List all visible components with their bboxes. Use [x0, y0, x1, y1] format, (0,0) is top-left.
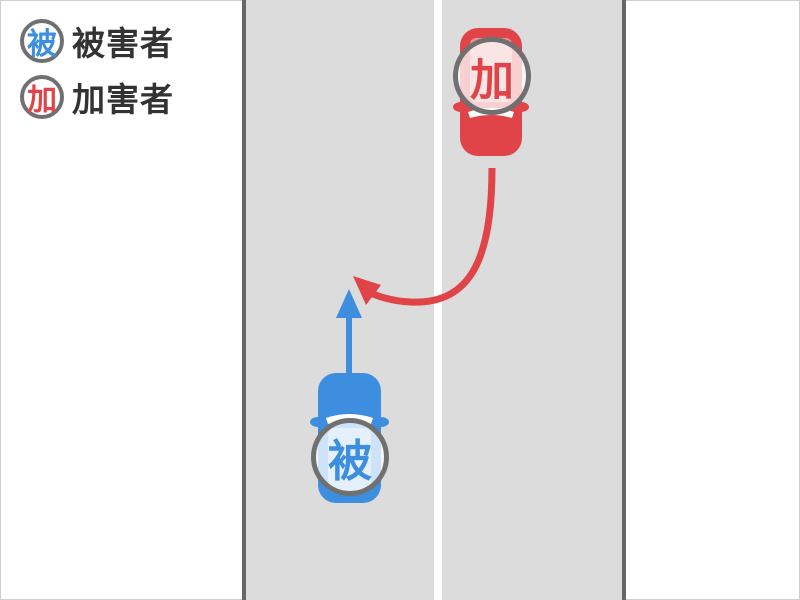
- legend: 被 被害者 加 加害者: [20, 16, 174, 122]
- road-edge-right: [622, 0, 626, 600]
- legend-label-assailant: 加害者: [72, 80, 174, 119]
- legend-label-victim: 被害者: [72, 24, 174, 63]
- assailant-car-badge: 加: [453, 37, 531, 115]
- victim-car-badge: 被: [311, 418, 389, 496]
- assailant-path-arrow: [366, 167, 496, 306]
- assailant-badge: 加: [20, 75, 64, 119]
- victim-badge: 被: [20, 19, 64, 63]
- victim-arrowhead-icon: [336, 289, 362, 318]
- legend-item-assailant: 加 加害者: [20, 72, 174, 122]
- legend-item-victim: 被 被害者: [20, 16, 174, 66]
- assailant-arrowhead-icon: [353, 276, 381, 305]
- road-edge-left: [242, 0, 246, 600]
